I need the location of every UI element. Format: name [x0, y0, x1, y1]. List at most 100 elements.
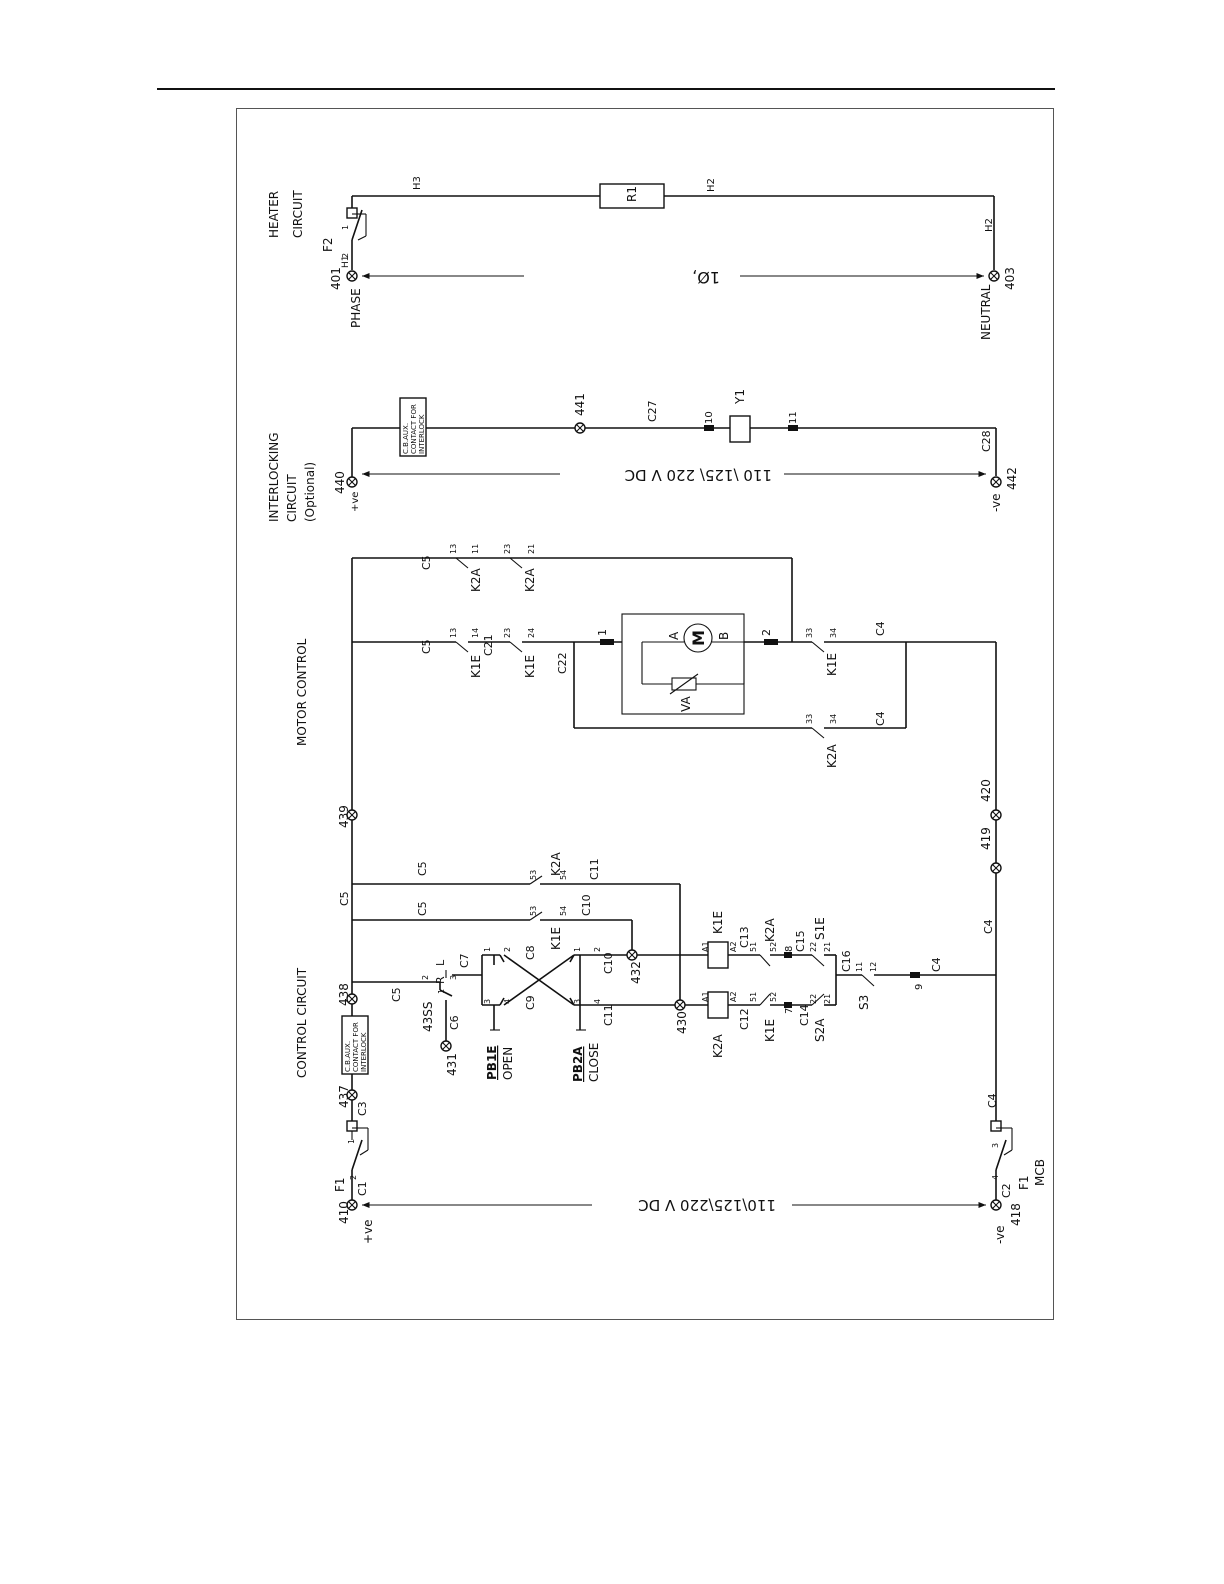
wire-h3: H3 [412, 176, 423, 190]
wire-c16: C16 [840, 950, 853, 972]
mcb-f1-label: F1 [1017, 1175, 1031, 1190]
pin-pb1e-1: 1 [483, 947, 492, 952]
pin-k1e-a1: A1 [701, 941, 710, 952]
wire-c7: C7 [458, 953, 471, 968]
heater-circuit [346, 183, 995, 280]
dc-interlock-voltage: 110 \125\ 220 V DC [625, 466, 772, 484]
cb-aux-int-1-text: C.B.AUX. [402, 423, 410, 454]
pin-8: 8 [784, 946, 795, 952]
wire-c27: C27 [646, 400, 659, 422]
pin-s2a-22: 22 [809, 994, 818, 1004]
pin-f2-1: 1 [341, 225, 350, 230]
title-interlock-1: INTERLOCKING [267, 432, 281, 522]
pin-mcb-3: 3 [991, 1143, 1000, 1148]
motor-symbol-label: M [689, 630, 708, 646]
title-control-circuit: CONTROL CIRCUIT [295, 967, 309, 1078]
close-label: CLOSE [587, 1043, 601, 1082]
pin-pb2a-1: 1 [573, 947, 582, 952]
cb-aux-int-3-text: INTERLOCK [418, 414, 426, 454]
cb-aux-1-text: C.B.AUX. [344, 1041, 352, 1072]
terminal-419-label: 419 [979, 827, 993, 850]
terminal-401-label: 401 [329, 267, 343, 290]
terminal-432-label: 432 [629, 961, 643, 984]
wire-c6: C6 [448, 1015, 461, 1030]
varistor-va-label: VA [679, 696, 693, 712]
switch-s3-label: S3 [857, 995, 871, 1010]
wire-c11-2: C11 [588, 858, 601, 880]
contact-k2a-il-label: K2A [763, 917, 777, 942]
pin-k1e-23: 23 [503, 628, 512, 638]
wire-c4-4: C4 [874, 621, 887, 636]
open-label: OPEN [501, 1047, 515, 1080]
wire-c13: C13 [738, 926, 751, 948]
aux-k2a-label: K2A [549, 851, 563, 876]
motor-terminal-a: A [667, 631, 681, 640]
selector-43ss-label: 43SS [421, 1001, 435, 1032]
cb-aux-int-2-text: CONTACT FOR [410, 404, 418, 454]
contact-k1e-il-label: K1E [763, 1019, 777, 1042]
interlocking-circuit [351, 397, 997, 482]
terminal-401 [346, 270, 358, 282]
wire-c15: C15 [794, 930, 807, 952]
pin-y1-11: 11 [788, 411, 799, 424]
terminal-430-label: 430 [675, 1011, 689, 1034]
motor-k1e-2-label: K1E [523, 655, 537, 678]
wire-c5-5: C5 [420, 639, 433, 654]
coil-k1e-label: K1E [711, 911, 725, 934]
title-interlock-2: CIRCUIT [285, 474, 299, 522]
phase-label: PHASE [349, 288, 363, 328]
terminal-410 [346, 1199, 358, 1211]
wire-c5-6: C5 [420, 555, 433, 570]
pin-mcb-4: 4 [991, 1175, 1000, 1180]
pin-43ss-r: R [434, 976, 447, 984]
terminal-442 [990, 476, 1002, 488]
wire-c22: C22 [556, 652, 569, 674]
pin-43ss-3: 3 [449, 975, 458, 980]
resistor-r1-label: R1 [625, 186, 639, 202]
header-rule [157, 88, 1055, 90]
terminal-441 [574, 422, 586, 434]
neg-label-442: -ve [989, 494, 1003, 513]
aux-k1e-label: K1E [549, 927, 563, 950]
pb1e-label: PB1E [485, 1046, 499, 1081]
wire-h2-1: H2 [706, 178, 717, 192]
wire-c3: C3 [356, 1101, 369, 1116]
wire-c4-2: C4 [982, 919, 995, 934]
pin-s1e-22: 22 [809, 942, 818, 952]
terminal-418-label: 418 [1009, 1203, 1023, 1226]
wire-c10-1: C10 [602, 952, 615, 974]
terminal-403-label: 403 [1003, 267, 1017, 290]
terminal-432 [626, 949, 638, 961]
terminal-440-label: 440 [333, 471, 347, 494]
wire-c2: C2 [1000, 1183, 1013, 1198]
fuse-f1-label: F1 [333, 1177, 347, 1192]
terminal-420 [990, 809, 1002, 821]
terminal-442-label: 442 [1005, 467, 1019, 490]
wire-c10-2: C10 [580, 894, 593, 916]
title-heater-1: HEATER [267, 191, 281, 238]
pin-s3-12: 12 [869, 962, 878, 972]
coil-y1-label: Y1 [733, 389, 747, 405]
pos-label-410: +ve [361, 1219, 375, 1244]
terminal-439 [346, 809, 358, 821]
pin-k2a-54: 54 [559, 870, 568, 880]
terminal-438 [346, 993, 358, 1005]
pin-s3-11: 11 [855, 962, 864, 972]
terminal-419 [990, 862, 1002, 874]
pin-pb2a-2: 2 [593, 947, 602, 952]
pin-k2a-53: 53 [529, 870, 538, 880]
motor-k1e-3-label: K1E [825, 653, 839, 676]
pin-k2a-34: 34 [829, 714, 838, 724]
pin-k1e-24: 24 [527, 628, 536, 638]
wire-c9: C9 [524, 995, 537, 1010]
wire-c4-1: C4 [986, 1093, 999, 1108]
wire-c5-2: C5 [338, 891, 351, 906]
wire-c5-3: C5 [416, 901, 429, 916]
pin-pb1e-3: 3 [483, 999, 492, 1004]
pin-pb1e-2: 2 [503, 947, 512, 952]
terminal-410-label: 410 [337, 1201, 351, 1224]
pin-pb2a-4: 4 [593, 999, 602, 1004]
terminal-markers [346, 270, 1002, 1211]
title-motor-control: MOTOR CONTROL [295, 638, 309, 746]
terminal-431-label: 431 [445, 1053, 459, 1076]
